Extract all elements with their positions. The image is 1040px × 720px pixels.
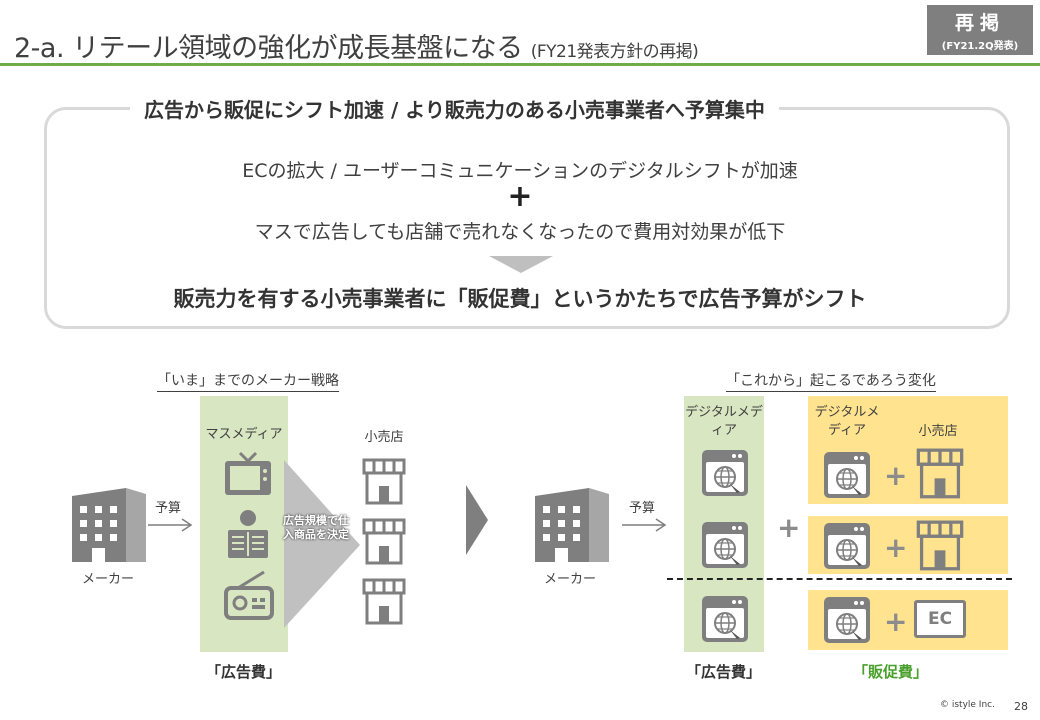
right-budget-label: 予算 — [628, 501, 655, 516]
radio-icon — [224, 570, 274, 620]
left-section-label: 「いま」までのメーカー戦略 — [157, 370, 339, 392]
transition-chevron-icon — [466, 485, 488, 555]
left-maker-label: メーカー — [81, 572, 134, 587]
digital-media-label: デジタルメディア — [685, 405, 763, 438]
wedge-text: 広告規模で仕入商品を決定 — [283, 514, 349, 541]
newspaper-reader-icon — [228, 510, 268, 558]
ec-badge: EC — [914, 600, 966, 638]
mass-media-label: マスメディア — [205, 427, 283, 442]
web-globe-icon-green-1 — [702, 450, 748, 496]
summary-line-2: マスで広告しても店舗で売れなくなったので費用対効果が低下 — [254, 221, 786, 243]
yellow-digital-media-label: デジタルメディア — [814, 405, 880, 438]
row1-plus: + — [884, 459, 908, 492]
left-ad-cost-label: 「広告費」 — [206, 663, 282, 681]
summary-heading: 広告から販促にシフト加速 / より販売力のある小売事業者へ予算集中 — [130, 94, 779, 123]
badge-main-text: 再掲 — [954, 12, 1005, 34]
web-globe-icon-yellow-3 — [824, 597, 870, 643]
copyright: © istyle Inc. — [940, 700, 995, 710]
right-budget-arrow-icon — [622, 518, 667, 532]
left-budget-arrow-icon — [148, 518, 193, 532]
store-icon-yellow-1 — [916, 448, 964, 499]
promo-cost-label: 「販促費」 — [853, 663, 929, 681]
tv-icon — [225, 451, 271, 495]
web-globe-icon-yellow-1 — [824, 452, 870, 498]
left-store-icon-1 — [362, 458, 406, 505]
selection-wedge-icon — [284, 460, 360, 628]
right-section-label: 「これから」起こるであろう変化 — [726, 370, 936, 392]
right-ad-cost-label: 「広告費」 — [686, 663, 762, 681]
middle-plus: + — [777, 511, 801, 544]
page-number: 28 — [1014, 700, 1028, 713]
left-budget-label: 予算 — [154, 501, 181, 516]
summary-plus: + — [507, 179, 533, 214]
summary-line-1: ECの拡大 / ユーザーコミュニケーションのデジタルシフトが加速 — [242, 160, 798, 182]
row2-plus: + — [884, 531, 908, 564]
repost-badge: 再掲 (FY21.2Q発表) — [927, 5, 1033, 55]
web-globe-icon-green-3 — [702, 596, 748, 642]
web-globe-icon-yellow-2 — [824, 523, 870, 569]
ec-label: EC — [927, 609, 953, 629]
title-underline — [0, 63, 1040, 66]
page-title: 2-a. リテール領域の強化が成長基盤になる (FY21発表方針の再掲) — [14, 26, 699, 65]
title-sub: (FY21発表方針の再掲) — [530, 42, 699, 62]
row3-plus: + — [884, 605, 908, 638]
dashed-separator — [667, 578, 1012, 580]
right-maker-building-icon — [535, 488, 609, 562]
store-icon-yellow-2 — [916, 520, 964, 571]
title-main: 2-a. リテール領域の強化が成長基盤になる — [14, 33, 523, 64]
web-globe-icon-green-2 — [702, 522, 748, 568]
left-store-icon-2 — [362, 518, 406, 565]
right-retail-label: 小売店 — [918, 424, 958, 439]
left-store-icon-3 — [362, 578, 406, 625]
badge-sub-text: (FY21.2Q発表) — [941, 41, 1019, 52]
right-maker-label: メーカー — [543, 572, 596, 587]
down-arrow-icon — [489, 256, 553, 273]
left-retail-label: 小売店 — [364, 430, 404, 445]
summary-conclusion: 販売力を有する小売事業者に「販促費」というかたちで広告予算がシフト — [173, 287, 867, 311]
left-maker-building-icon — [72, 488, 146, 562]
